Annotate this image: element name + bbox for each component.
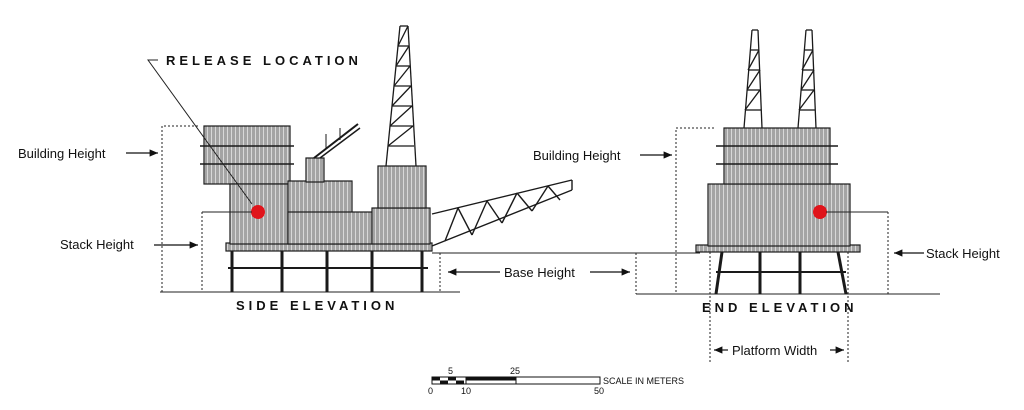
- end-legs: [714, 251, 848, 295]
- base-height-label: Base Height: [504, 265, 575, 280]
- end-elevation: [636, 29, 940, 362]
- end-derrick-right: [797, 29, 817, 129]
- release-location-title: RELEASE LOCATION: [166, 53, 362, 68]
- scale-tick-0: 0: [428, 386, 433, 396]
- side-elevation: [126, 25, 573, 293]
- side-module-lower: [287, 211, 373, 245]
- scale-bar: 5 25 0 10 50 SCALE IN METERS: [428, 366, 684, 396]
- side-stack-height-label: Stack Height: [60, 237, 134, 252]
- side-derrick-base: [377, 165, 427, 209]
- side-flare-boom: [431, 179, 573, 247]
- end-building-height-label: Building Height: [533, 148, 621, 163]
- scale-tick-5: 5: [448, 366, 453, 376]
- release-leader-line: [147, 59, 253, 205]
- side-deck-crane: [305, 123, 361, 183]
- scale-tick-50: 50: [594, 386, 604, 396]
- end-elevation-caption: END ELEVATION: [702, 300, 858, 315]
- platform-width-label: Platform Width: [732, 343, 817, 358]
- base-height-dimension: [432, 252, 700, 294]
- side-derrick: [385, 25, 417, 167]
- side-elevation-caption: SIDE ELEVATION: [236, 298, 398, 313]
- side-building-height-guide: [161, 125, 198, 292]
- end-derrick-left: [743, 29, 763, 129]
- scale-tick-25: 25: [510, 366, 520, 376]
- side-release-point: [251, 205, 265, 219]
- end-lower-module: [707, 183, 851, 247]
- side-module-right: [371, 207, 431, 245]
- end-building-height-guide: [675, 127, 714, 294]
- scale-caption: SCALE IN METERS: [603, 376, 684, 386]
- end-release-point: [813, 205, 827, 219]
- side-upper-building: [200, 125, 294, 185]
- scale-tick-10: 10: [461, 386, 471, 396]
- end-stack-height-label: Stack Height: [926, 246, 1000, 261]
- side-legs: [228, 250, 428, 292]
- end-upper-building: [716, 127, 838, 185]
- side-building-height-label: Building Height: [18, 146, 106, 161]
